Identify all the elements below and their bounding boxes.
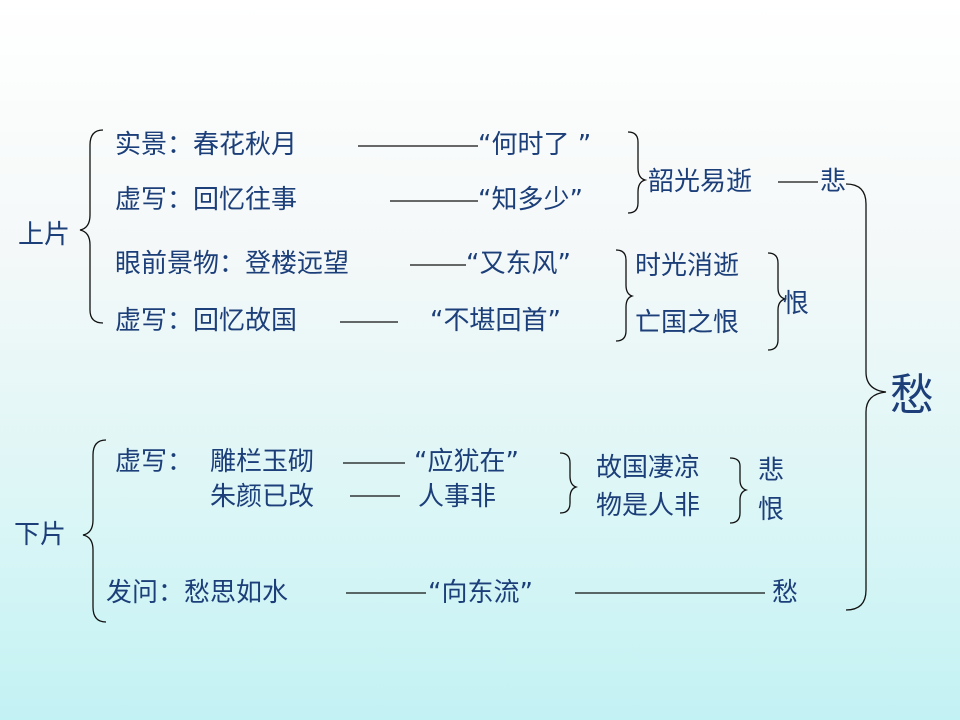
b-row-1-line1: 雕栏玉砌 <box>210 447 315 477</box>
row-1-label: 实景：春花秋月 <box>115 130 298 160</box>
row-3-quote: “又东风” <box>466 249 571 279</box>
b-row-1-quote2: 人事非 <box>418 482 497 512</box>
b-row-1-prefix: 虚写： <box>115 447 194 477</box>
row-2-label: 虚写：回忆往事 <box>115 185 298 215</box>
row-4-label: 虚写：回忆故国 <box>115 306 298 336</box>
b-row-2-label: 发问：愁思如水 <box>106 578 289 608</box>
group2-emotion: 恨 <box>783 289 810 319</box>
section-label-bottom: 下片 <box>14 520 67 550</box>
group1-result: 韶光易逝 <box>648 167 753 197</box>
row-1-quote: “何时了 ” <box>478 130 592 160</box>
summary-label: 愁 <box>890 370 934 421</box>
brace-group1 <box>627 131 648 214</box>
group1-emotion: 悲 <box>820 167 847 197</box>
b-row-2-emotion: 愁 <box>772 578 799 608</box>
brace-group3b <box>729 457 749 524</box>
brace-group2a <box>615 249 635 342</box>
row-4-quote: “不堪回首” <box>430 306 561 336</box>
row-2-quote: “知多少” <box>478 185 583 215</box>
b-row-1-line2: 朱颜已改 <box>210 482 315 512</box>
group2-item-2: 亡国之恨 <box>635 308 740 338</box>
section-label-top: 上片 <box>18 220 71 250</box>
b-emotion-2: 恨 <box>758 495 785 525</box>
row-3-label: 眼前景物：登楼远望 <box>115 249 350 279</box>
b-result-1: 故国凄凉 <box>596 453 701 483</box>
b-emotion-1: 悲 <box>758 456 785 486</box>
brace-top <box>79 129 104 324</box>
b-row-2-quote: “向东流” <box>428 578 533 608</box>
b-row-1-quote1: “应犹在” <box>414 447 519 477</box>
brace-bottom <box>82 439 107 623</box>
brace-group2b <box>767 252 788 351</box>
b-result-2: 物是人非 <box>596 491 701 521</box>
brace-group3a <box>559 452 579 514</box>
group2-item-1: 时光消逝 <box>635 251 740 281</box>
brace-summary <box>845 183 887 611</box>
